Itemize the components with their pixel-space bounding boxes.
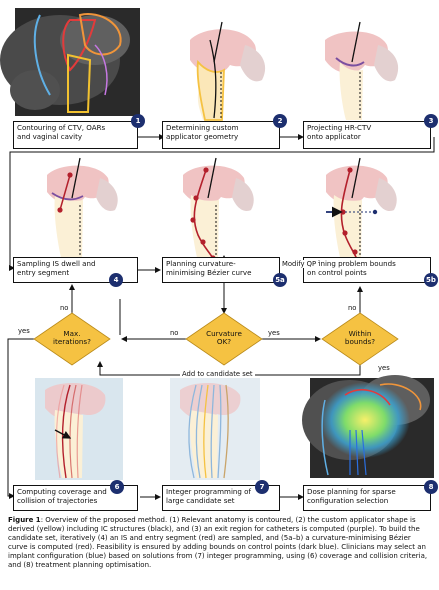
candidate-set-image <box>170 378 260 480</box>
yes-curvature-label: yes <box>268 329 280 337</box>
method-flowchart <box>0 0 439 500</box>
step-3-badge: 3 <box>424 114 438 128</box>
step-1-box: Contouring of CTV, OARs and vaginal cavi… <box>13 121 138 149</box>
step-2-box: Determining custom applicator geometry <box>162 121 280 149</box>
add-candidate-label: Add to candidate set <box>180 370 255 378</box>
mri-contour-image <box>0 8 140 116</box>
step-5b-box: Refining problem bounds on control point… <box>303 257 431 283</box>
sampling-image <box>47 158 118 262</box>
step-1-badge: 1 <box>131 114 145 128</box>
coverage-collision-image <box>35 378 123 480</box>
step-5a-box: Planning curvature- minimising Bézier cu… <box>162 257 280 283</box>
within-bounds-label: Within bounds? <box>332 330 388 347</box>
step-6-badge: 6 <box>110 480 124 494</box>
step-5a-badge: 5a <box>273 273 287 287</box>
step-7-badge: 7 <box>255 480 269 494</box>
hrctv-projection-image <box>325 22 398 120</box>
bounds-refining-image <box>326 158 397 262</box>
curvature-ok-label: Curvature OK? <box>196 330 252 347</box>
step-8-badge: 8 <box>424 480 438 494</box>
yes-bounds-label: yes <box>378 364 390 372</box>
no-curvature-label: no <box>170 329 178 337</box>
dose-planning-image <box>302 375 434 478</box>
modify-qp-label: Modify QP <box>280 260 318 268</box>
step-5b-badge: 5b <box>424 273 438 287</box>
figure-label: Figure 1 <box>8 516 41 524</box>
yes-left-label: yes <box>18 327 30 335</box>
step-8-box: Dose planning for sparse configuration s… <box>303 485 431 511</box>
caption-text: : Overview of the proposed method. (1) R… <box>8 516 427 569</box>
no-max-label: no <box>60 304 68 312</box>
step-3-box: Projecting HR-CTV onto applicator <box>303 121 431 149</box>
figure-caption: Figure 1: Overview of the proposed metho… <box>8 516 431 570</box>
bezier-planning-image <box>183 158 254 262</box>
step-4-badge: 4 <box>109 273 123 287</box>
applicator-geometry-image <box>190 22 265 120</box>
max-iterations-label: Max. iterations? <box>44 330 100 347</box>
no-bounds-label: no <box>348 304 356 312</box>
step-2-badge: 2 <box>273 114 287 128</box>
